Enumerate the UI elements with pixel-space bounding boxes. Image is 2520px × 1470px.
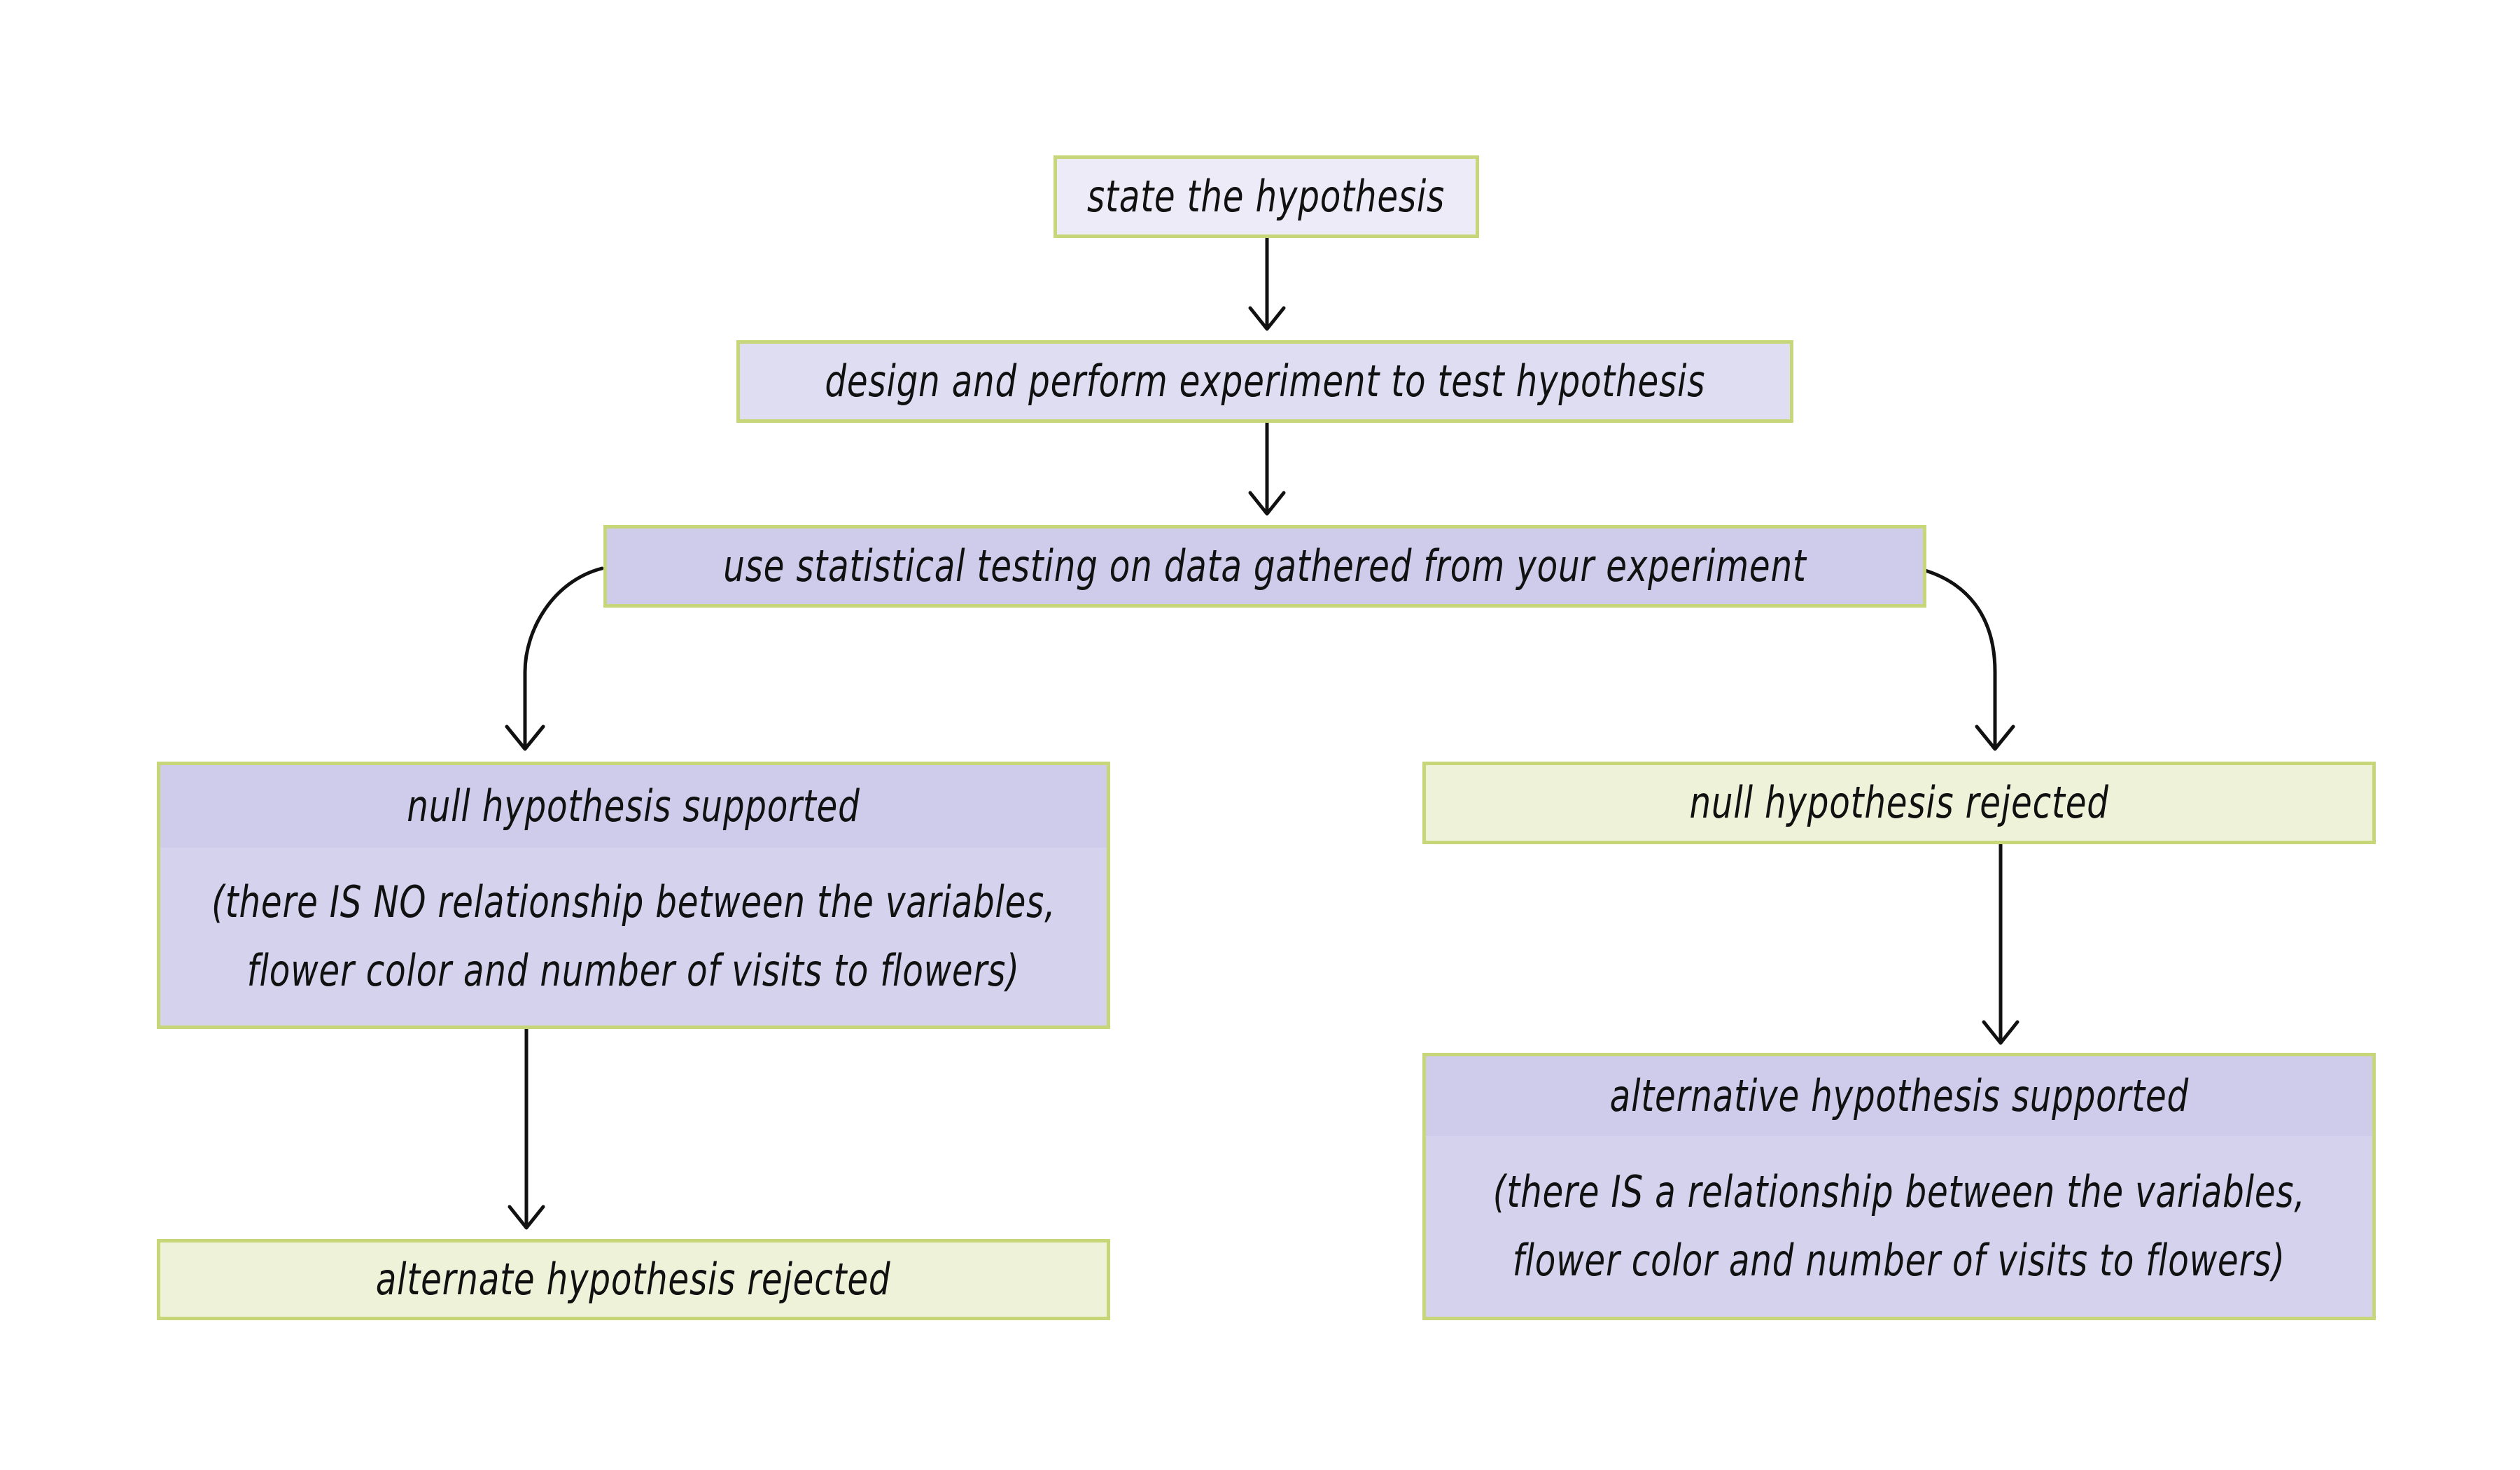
- arrow-design-to-stats: [1248, 421, 1286, 516]
- node-null-rejected: null hypothesis rejected: [1422, 762, 2376, 844]
- node-line-1: (there IS a relationship between the var…: [1492, 1166, 2306, 1217]
- node-title: null hypothesis supported: [407, 780, 860, 832]
- node-statistical-testing: use statistical testing on data gathered…: [603, 525, 1926, 608]
- node-null-supported: null hypothesis supported (there IS NO r…: [157, 762, 1110, 1029]
- node-label: alternate hypothesis rejected: [376, 1254, 891, 1305]
- arrow-stats-to-null-supported: [505, 566, 604, 751]
- node-label: use statistical testing on data gathered…: [723, 540, 1807, 592]
- node-label: design and perform experiment to test hy…: [825, 356, 1705, 407]
- node-design-experiment: design and perform experiment to test hy…: [736, 340, 1793, 423]
- node-title: alternative hypothesis supported: [1609, 1070, 2189, 1121]
- arrow-null-rejected-to-alt-supported: [1982, 840, 2019, 1045]
- node-state-hypothesis: state the hypothesis: [1054, 155, 1479, 238]
- arrow-stats-to-null-rejected: [1916, 566, 2015, 751]
- arrow-state-to-design: [1248, 236, 1286, 331]
- node-body: (there IS a relationship between the var…: [1426, 1136, 2372, 1317]
- node-alternate-rejected: alternate hypothesis rejected: [157, 1239, 1110, 1320]
- node-body: (there IS NO relationship between the va…: [160, 848, 1107, 1026]
- arrow-null-supported-to-alt-rejected: [507, 1027, 545, 1230]
- node-header: alternative hypothesis supported: [1426, 1056, 2372, 1136]
- node-line-1: (there IS NO relationship between the va…: [211, 876, 1056, 927]
- node-label: state the hypothesis: [1087, 171, 1446, 222]
- node-line-2: flower color and number of visits to flo…: [246, 945, 1021, 996]
- node-alternative-supported: alternative hypothesis supported (there …: [1422, 1053, 2376, 1320]
- node-label: null hypothesis rejected: [1689, 777, 2109, 828]
- node-header: null hypothesis supported: [160, 765, 1107, 848]
- node-line-2: flower color and number of visits to flo…: [1512, 1235, 2286, 1286]
